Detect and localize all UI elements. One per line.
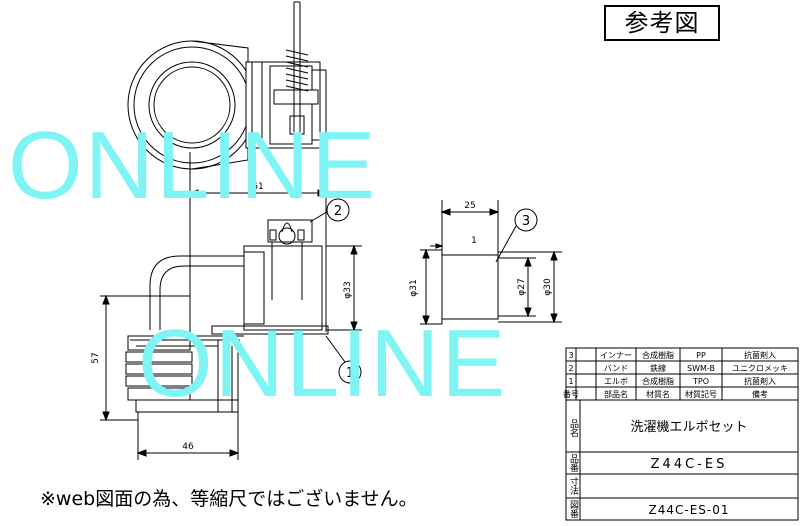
product-number: Z44C-ES — [651, 457, 728, 472]
svg-text:エルボ: エルボ — [604, 377, 628, 386]
svg-text:ユニクロメッキ: ユニクロメッキ — [732, 364, 788, 373]
dimension-61 — [188, 150, 328, 200]
svg-text:バンド: バンド — [604, 364, 628, 373]
svg-text:PP: PP — [696, 351, 706, 360]
scale-label: 寸法 — [568, 476, 579, 496]
dim-25-label: 25 — [464, 201, 475, 211]
table-header: 番号 部品名 材質名 材質記号 備考 — [563, 389, 768, 399]
inner-part-view — [420, 200, 562, 326]
svg-text:SWM-B: SWM-B — [687, 364, 715, 373]
scale-note: ※web図面の為、等縮尺ではございません。 — [40, 488, 418, 510]
title-block — [565, 347, 799, 521]
svg-text:合成樹脂: 合成樹脂 — [642, 376, 674, 386]
dim-dia33-label: φ33 — [343, 281, 353, 298]
name-label: 品名 — [568, 419, 579, 438]
svg-text:材質名: 材質名 — [646, 389, 670, 399]
dim-dia30-label: φ30 — [543, 278, 553, 296]
watermark-top: ONLINE — [8, 112, 378, 219]
table-row-2: 2 バンド 鉄線 SWM-B ユニクロメッキ — [568, 363, 788, 373]
watermark-bottom: ONLINE — [138, 310, 508, 417]
dimension-dia-33 — [326, 244, 362, 332]
callout-2-circle — [326, 198, 350, 222]
callout-3-label: 3 — [522, 214, 530, 229]
callout-2-label: 2 — [334, 204, 342, 219]
callout-1-label: 1 — [346, 366, 354, 381]
svg-text:抗菌剤入: 抗菌剤入 — [744, 376, 776, 386]
svg-text:部品名: 部品名 — [604, 389, 628, 399]
product-name: 洗濯機エルボセット — [630, 420, 747, 435]
svg-text:番号: 番号 — [563, 389, 579, 399]
svg-text:TPO: TPO — [692, 377, 709, 386]
svg-text:備考: 備考 — [752, 389, 768, 399]
dim-dia27-label: φ27 — [517, 278, 527, 295]
drawing-label: 図番 — [568, 500, 579, 518]
dimension-46 — [136, 412, 240, 460]
top-view — [127, 1, 327, 170]
callout-1-circle — [338, 360, 362, 384]
svg-text:鉄線: 鉄線 — [650, 363, 666, 373]
svg-text:1: 1 — [568, 377, 573, 386]
table-row-3: 3 インナー 合成樹脂 PP 抗菌剤入 — [568, 350, 776, 360]
table-row-1: 1 エルボ 合成樹脂 TPO 抗菌剤入 — [568, 376, 776, 386]
title-block-text: 品名 洗濯機エルボセット 品番 Z44C-ES 寸法 図番 Z44C-ES-01 — [568, 419, 748, 518]
callout-3-circle — [514, 208, 538, 232]
dim-dia31-label: φ31 — [409, 279, 419, 296]
svg-text:インナー: インナー — [600, 351, 632, 360]
number-label: 品番 — [568, 454, 579, 472]
svg-text:合成樹脂: 合成樹脂 — [642, 350, 674, 360]
dim-57-label: 57 — [91, 352, 101, 363]
svg-text:2: 2 — [568, 364, 573, 373]
dimension-57 — [100, 294, 190, 422]
reference-drawing-label: 参考図 — [604, 5, 720, 41]
svg-text:抗菌剤入: 抗菌剤入 — [744, 350, 776, 360]
svg-text:材質記号: 材質記号 — [685, 389, 717, 399]
dim-1-label: 1 — [471, 236, 477, 246]
dim-46-label: 46 — [182, 442, 194, 452]
callouts — [326, 198, 538, 384]
drawing-number: Z44C-ES-01 — [649, 503, 730, 517]
side-view — [125, 200, 329, 413]
dim-61-label: 61 — [252, 182, 263, 192]
parts-table: 3 インナー 合成樹脂 PP 抗菌剤入 2 バンド 鉄線 SWM-B ユニクロメ… — [563, 350, 788, 399]
svg-text:3: 3 — [568, 351, 573, 360]
